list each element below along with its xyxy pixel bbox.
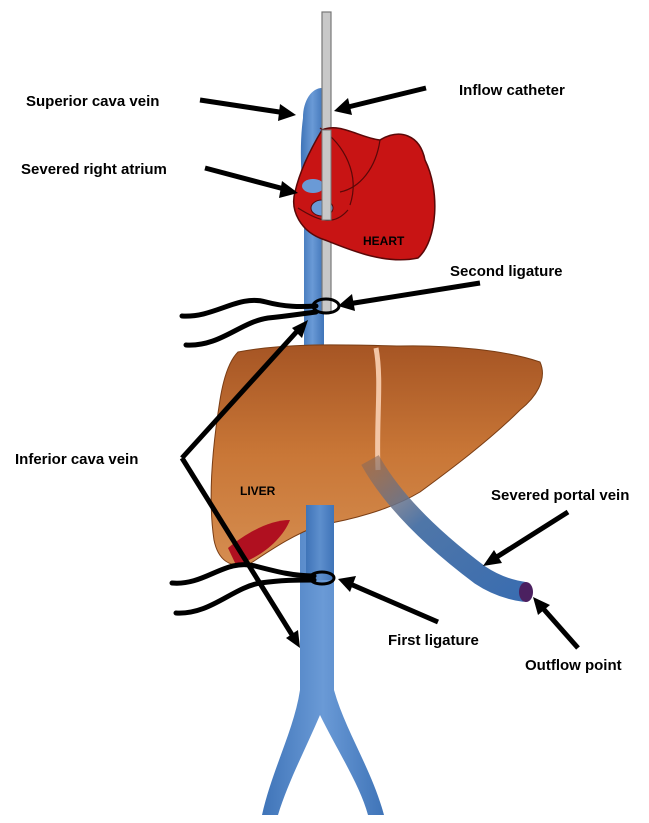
heart-label: HEART <box>363 234 405 248</box>
label-first-ligature: First ligature <box>388 632 479 649</box>
liver: LIVER <box>211 345 542 566</box>
liver-label: LIVER <box>240 484 276 498</box>
outflow-point-marker <box>519 582 533 602</box>
label-severed-portal-vein: Severed portal vein <box>491 487 629 504</box>
label-inferior-cava-vein: Inferior cava vein <box>15 451 138 468</box>
label-severed-right-atrium: Severed right atrium <box>21 161 167 178</box>
label-outflow-point: Outflow point <box>525 657 622 674</box>
portal-vein <box>370 460 533 602</box>
label-superior-cava-vein: Superior cava vein <box>26 93 159 110</box>
label-inflow-catheter: Inflow catheter <box>459 82 565 99</box>
label-second-ligature: Second ligature <box>450 263 563 280</box>
